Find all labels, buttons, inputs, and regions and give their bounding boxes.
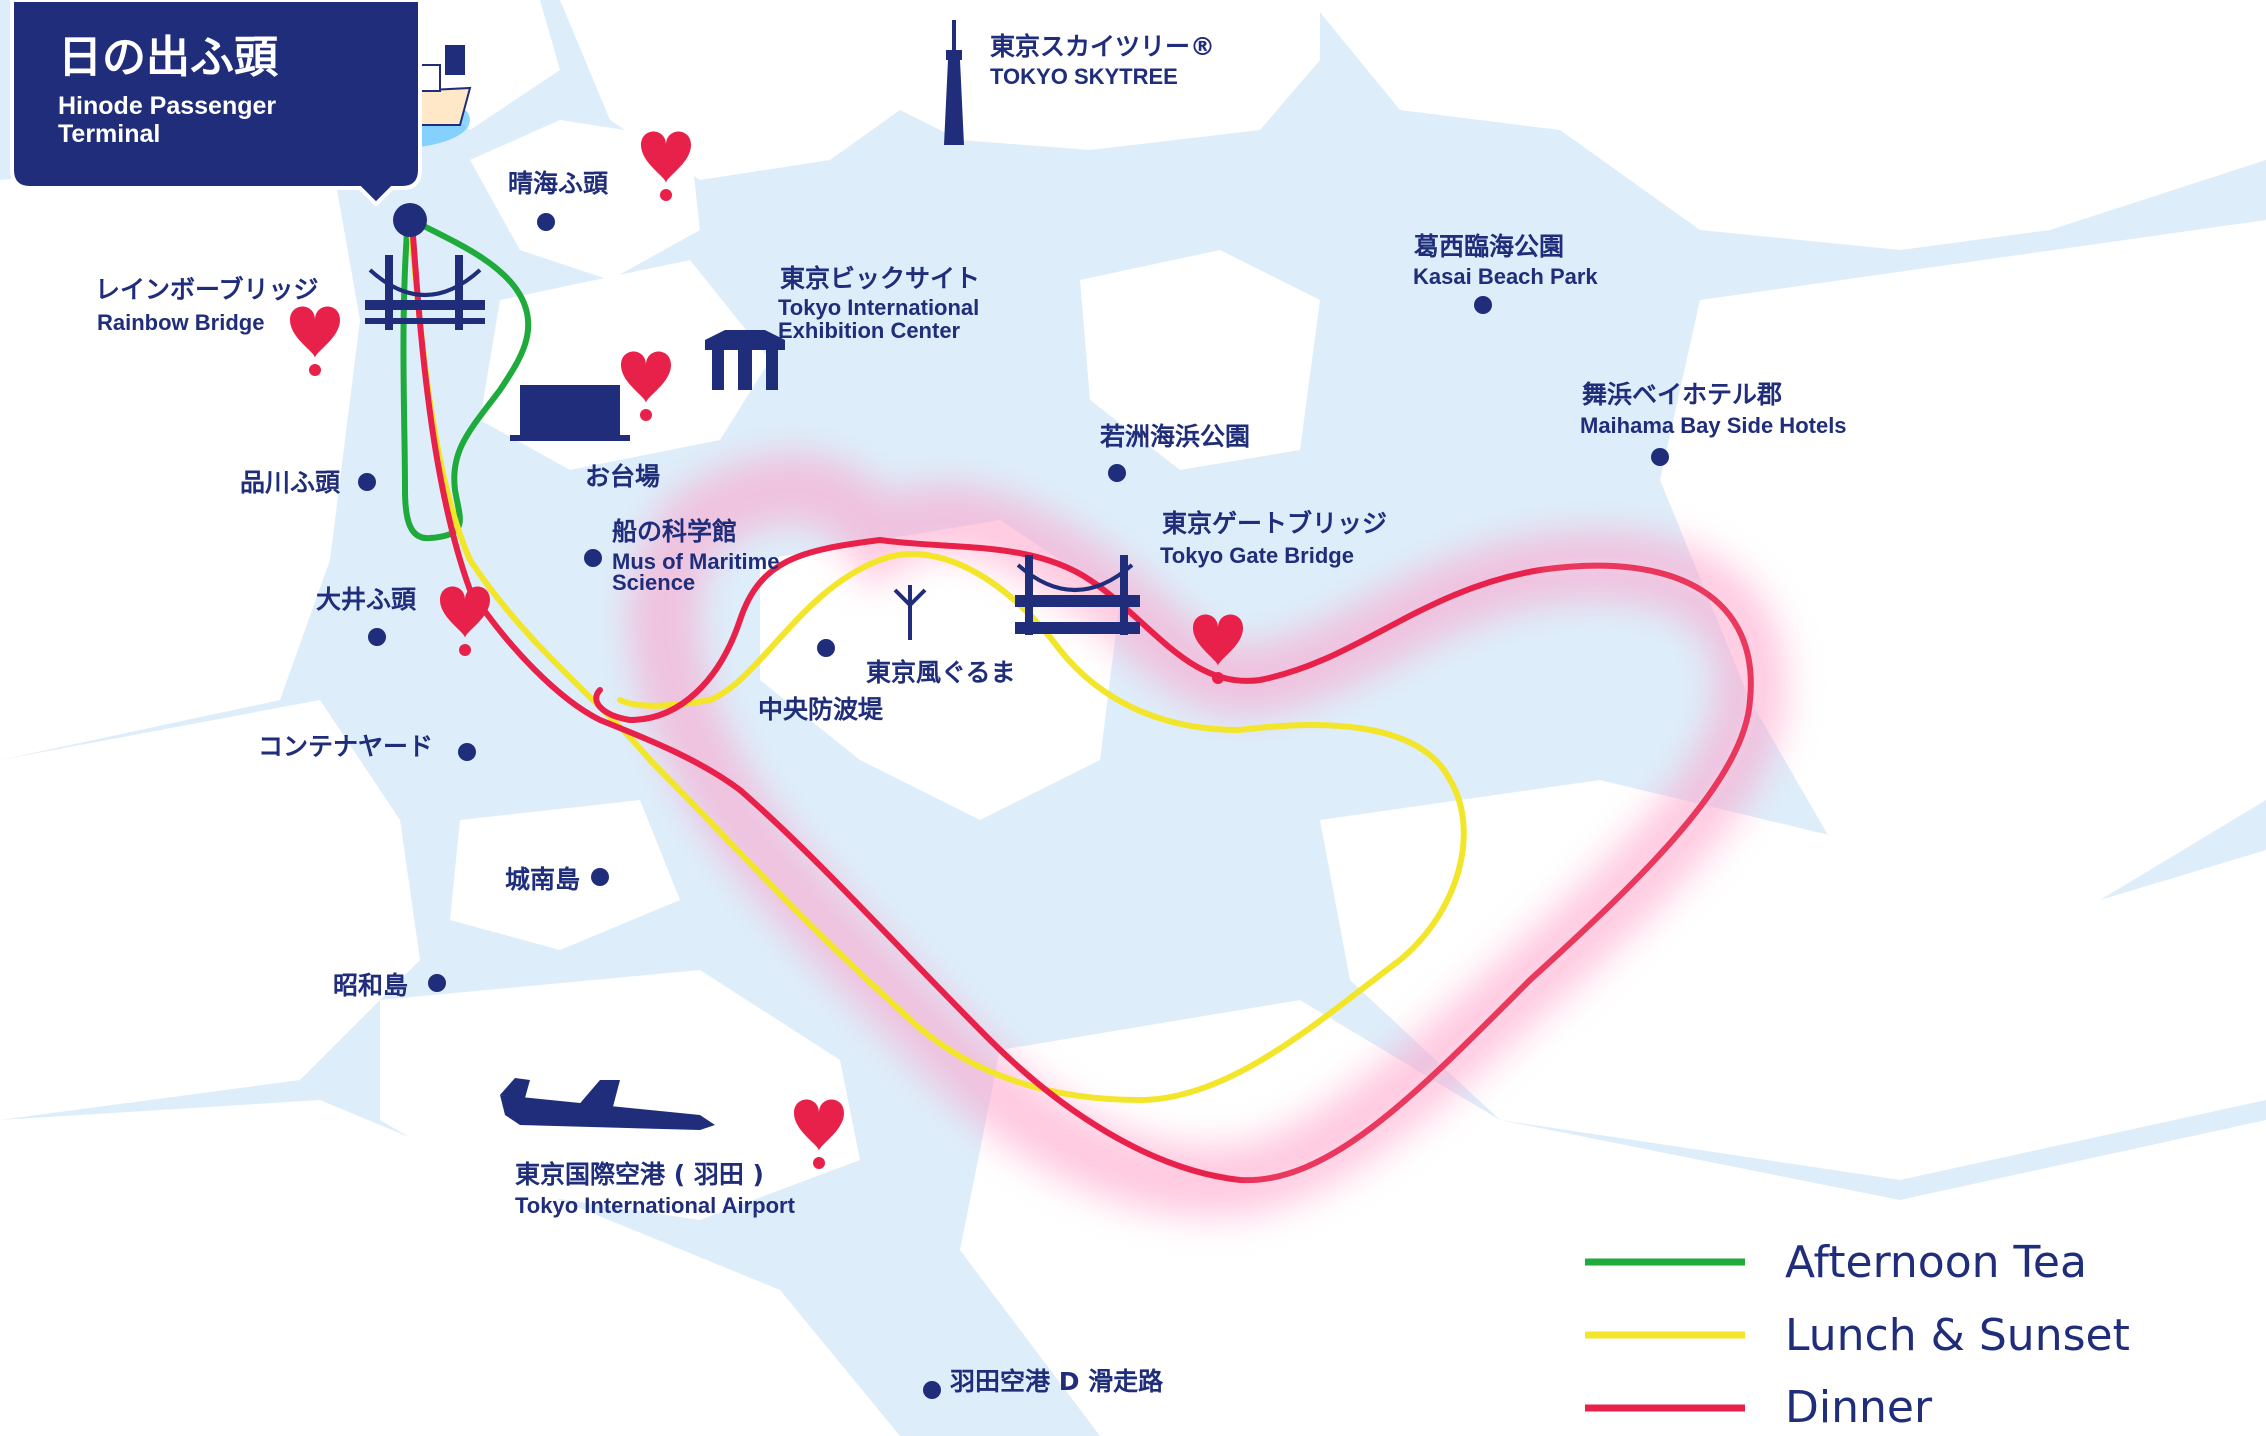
airplane-icon	[500, 1078, 715, 1130]
terminal-title-en-2: Terminal	[58, 120, 160, 148]
terminal-title-ja: 日の出ふ頭	[58, 32, 279, 83]
land-southeast	[960, 1000, 2266, 1436]
label-kasai-ja: 葛西臨海公園	[1414, 232, 1564, 261]
dinner-route-highlight	[1239, 564, 1752, 1182]
wakasu-dot	[1108, 464, 1126, 482]
runway-d-dot	[923, 1381, 941, 1399]
land-southwest	[0, 1100, 900, 1436]
land-west	[0, 150, 360, 760]
label-bigsight-en1: Tokyo International	[778, 295, 979, 320]
legend: Afternoon Tea Lunch & Sunset Dinner	[1585, 1237, 2130, 1433]
showa-dot	[428, 974, 446, 992]
label-museum-ja: 船の科学館	[612, 517, 737, 546]
place-dots	[358, 213, 1669, 1399]
label-wakasu: 若洲海浜公園	[1099, 422, 1250, 451]
breakwater-dot	[817, 639, 835, 657]
terminal-callout: 日の出ふ頭 Hinode Passenger Terminal	[10, 0, 422, 207]
tokyo-gate-bridge-icon	[1015, 555, 1140, 635]
label-bigsight-ja: 東京ビックサイト	[780, 264, 980, 293]
label-museum-en2: Science	[612, 570, 695, 595]
label-kazeguruma: 東京風ぐるま	[866, 658, 1016, 687]
label-jonan: 城南島	[505, 865, 580, 894]
label-harumi: 晴海ふ頭	[508, 169, 609, 198]
shinagawa-dot	[358, 473, 376, 491]
terminal-title-en-1: Hinode Passenger	[58, 92, 276, 120]
heart-icon	[794, 1099, 844, 1169]
place-labels: 晴海ふ頭 レインボーブリッジ Rainbow Bridge 東京スカイツリー® …	[95, 32, 1847, 1396]
heart-icon	[621, 351, 671, 421]
rainbow-bridge-icon	[365, 255, 485, 330]
label-rainbow-en: Rainbow Bridge	[97, 310, 264, 335]
label-airport-en: Tokyo International Airport	[515, 1193, 796, 1218]
museum-dot	[584, 549, 602, 567]
legend-label-lunch-sunset: Lunch & Sunset	[1785, 1310, 2130, 1361]
label-breakwater: 中央防波堤	[758, 695, 884, 724]
label-runway-d: 羽田空港 D 滑走路	[950, 1367, 1164, 1396]
label-skytree-ja: 東京スカイツリー®	[990, 32, 1215, 61]
label-container: コンテナヤード	[258, 732, 433, 761]
land-jonan	[450, 800, 680, 950]
legend-label-afternoon-tea: Afternoon Tea	[1785, 1237, 2087, 1288]
label-kasai-en: Kasai Beach Park	[1413, 264, 1598, 289]
label-maihama-ja: 舞浜ベイホテル郡	[1582, 380, 1782, 409]
oi-dot	[368, 628, 386, 646]
heart-icon	[440, 586, 490, 656]
label-airport-ja: 東京国際空港 ( 羽田 )	[515, 1160, 764, 1189]
label-gate-ja: 東京ゲートブリッジ	[1162, 509, 1387, 538]
label-skytree-en: TOKYO SKYTREE	[990, 64, 1178, 89]
heart-icon	[641, 131, 691, 201]
label-bigsight-en2: Exhibition Center	[778, 318, 961, 343]
afternoon-tea-route	[400, 215, 532, 542]
label-oi: 大井ふ頭	[316, 585, 417, 614]
land-northeast	[1310, 0, 2266, 250]
label-shinagawa: 品川ふ頭	[240, 468, 341, 497]
land-east-lower	[1320, 780, 2266, 1180]
land-wakasu	[1080, 250, 1320, 470]
land-north-central	[560, 0, 1320, 180]
maihama-dot	[1651, 448, 1669, 466]
odaiba-building-icon	[510, 385, 630, 441]
label-odaiba: お台場	[585, 462, 660, 491]
heart-markers	[290, 131, 1243, 1169]
kasai-dot	[1474, 296, 1492, 314]
label-gate-en: Tokyo Gate Bridge	[1160, 543, 1354, 568]
label-rainbow-ja: レインボーブリッジ	[95, 275, 319, 304]
wind-turbine-icon	[893, 585, 927, 640]
container-dot	[458, 743, 476, 761]
land-east	[1660, 220, 2266, 960]
land-harumi	[470, 120, 700, 280]
jonan-dot	[591, 868, 609, 886]
harumi-dot	[537, 213, 555, 231]
terminal-dot	[393, 203, 427, 237]
legend-label-dinner: Dinner	[1785, 1382, 1933, 1433]
heart-icon	[1193, 614, 1243, 684]
heart-icon	[290, 306, 340, 376]
label-maihama-en: Maihama Bay Side Hotels	[1580, 413, 1847, 438]
land-west-lower	[0, 700, 420, 1120]
route-lines	[400, 215, 1754, 1184]
land-airport	[380, 970, 860, 1220]
label-museum-en1: Mus of Maritime	[612, 549, 779, 574]
big-sight-icon	[705, 330, 785, 390]
label-showa: 昭和島	[333, 971, 408, 1000]
skytree-icon	[944, 20, 964, 145]
